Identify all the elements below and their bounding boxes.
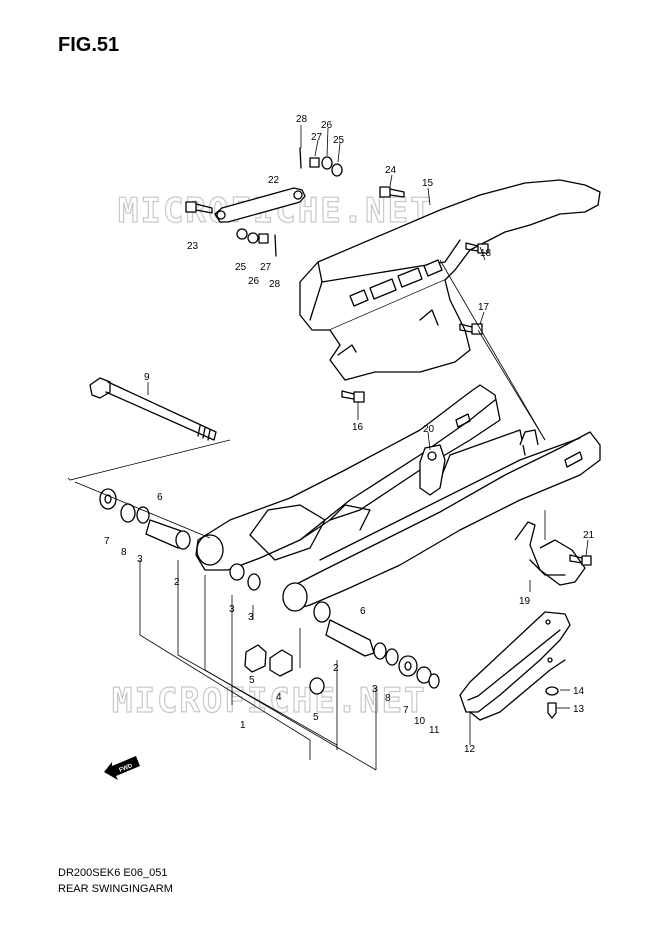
callout-4: 4 (276, 692, 282, 703)
watermark-bottom: MICROFICHE.NET (112, 681, 427, 721)
callout-6-right: 6 (360, 606, 366, 617)
callout-20: 20 (423, 424, 435, 435)
callout-3-inner: 3 (248, 612, 254, 623)
callout-26-bottom: 26 (248, 276, 260, 287)
callout-27-top: 27 (311, 132, 323, 143)
callout-8-right: 8 (385, 693, 391, 704)
swingarm (195, 384, 601, 612)
reference-lines (67, 125, 589, 771)
callout-14: 14 (573, 686, 585, 697)
callout-21: 21 (583, 530, 595, 541)
callout-25-bottom: 25 (235, 262, 247, 273)
callout-11: 11 (429, 725, 440, 736)
callout-3-left: 3 (137, 554, 143, 565)
callout-28-bottom: 28 (269, 279, 281, 290)
callout-28-top: 28 (296, 114, 308, 125)
callout-12: 12 (464, 744, 476, 755)
chain-guide-bracket (514, 521, 592, 586)
torque-link (214, 187, 306, 223)
callout-26-top: 26 (321, 120, 333, 131)
callout-2-right: 2 (333, 663, 339, 674)
section-name: REAR SWINGINGARM (58, 883, 173, 895)
callouts: 28 26 27 25 24 15 22 23 25 27 26 28 18 1… (104, 114, 595, 755)
bolt-24 (379, 186, 405, 198)
callout-7-left: 7 (104, 536, 110, 547)
callout-1: 1 (240, 720, 246, 731)
hardware-top-group (236, 147, 343, 257)
callout-19: 19 (519, 596, 531, 607)
callout-17: 17 (478, 302, 490, 313)
callout-5-left: 5 (249, 675, 255, 686)
callout-18: 18 (480, 248, 492, 259)
callout-15: 15 (422, 178, 434, 189)
callout-16: 16 (352, 422, 364, 433)
callout-8-left: 8 (121, 547, 127, 558)
bolt-23 (185, 201, 213, 214)
right-pivot-parts (313, 601, 440, 689)
callout-5-right: 5 (313, 712, 319, 723)
slider-hardware (545, 686, 559, 719)
callout-9: 9 (144, 372, 150, 383)
figure-title: FIG.51 (58, 34, 120, 56)
forward-arrow-icon: FWD (104, 756, 140, 780)
callout-22: 22 (268, 175, 280, 186)
bolts-chain-case (341, 242, 489, 403)
callout-6-left: 6 (157, 492, 163, 503)
callout-25-top: 25 (333, 135, 345, 146)
model-code: DR200SEK6 E06_051 (58, 867, 168, 879)
pivot-bolt (89, 377, 217, 441)
callout-27-bottom: 27 (260, 262, 272, 273)
callout-7-right: 7 (403, 705, 409, 716)
chain-case (299, 179, 601, 381)
callout-2-left: 2 (174, 577, 180, 588)
callout-23: 23 (187, 241, 199, 252)
callout-13: 13 (573, 704, 585, 715)
callout-3-mid: 3 (229, 604, 235, 615)
callout-3-right: 3 (372, 684, 378, 695)
fwd-label: FWD (119, 763, 135, 774)
chain-slider (459, 611, 571, 721)
callout-24: 24 (385, 165, 397, 176)
callout-10: 10 (414, 716, 426, 727)
